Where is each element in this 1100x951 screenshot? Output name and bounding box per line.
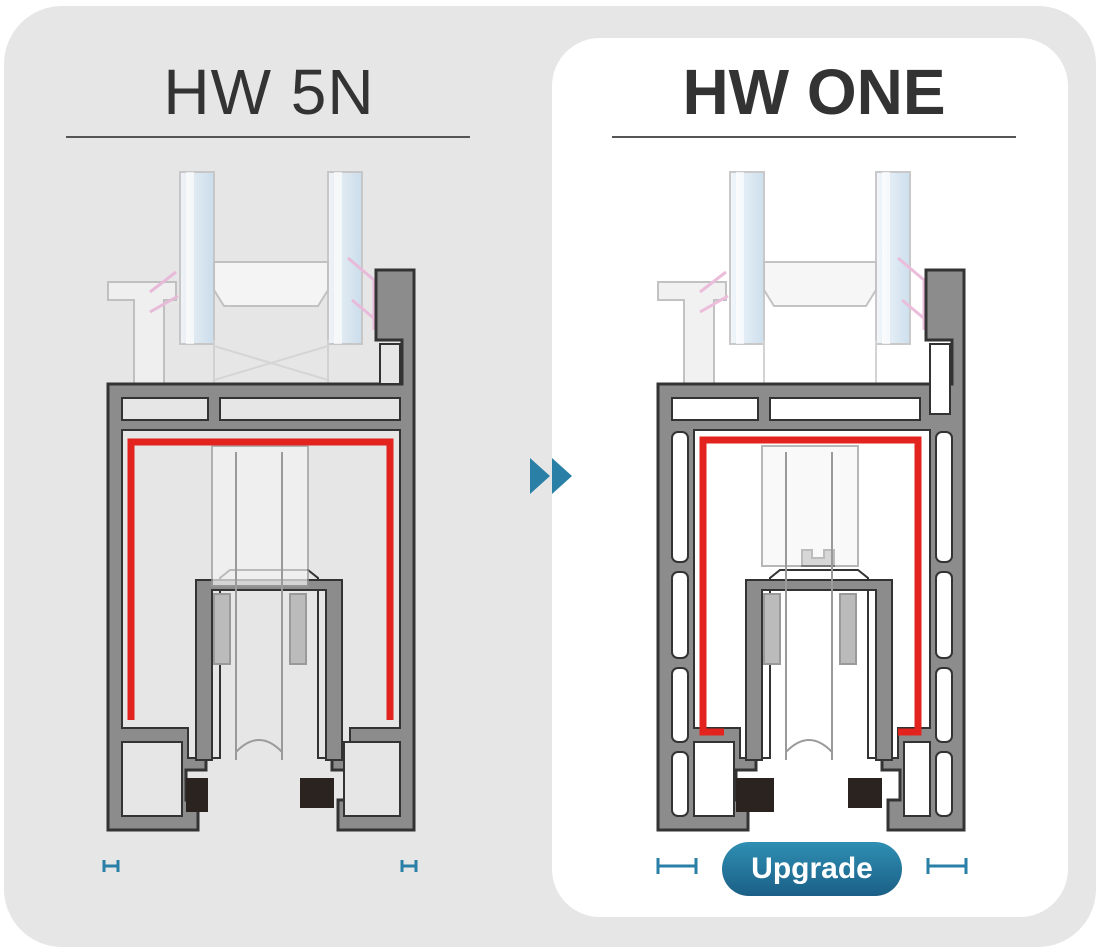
hwone-chambers: [671, 431, 953, 817]
hw5n-profile-diagram: [102, 171, 418, 872]
hw5n-roller-assembly: [211, 445, 309, 760]
upgrade-badge: Upgrade: [722, 842, 902, 896]
hwone-highlight-line: [699, 436, 922, 736]
left-title-underline: [66, 136, 470, 138]
hwone-left-brush-seal: [736, 778, 774, 812]
dimension-marker-icon: [102, 860, 120, 872]
dimension-marker-icon: [400, 860, 418, 872]
right-title-underline: [612, 136, 1016, 138]
right-title: HW ONE: [682, 56, 946, 128]
hw5n-right-brush-seal: [300, 778, 334, 808]
hwone-glazing: [657, 171, 927, 420]
hwone-profile-diagram: [656, 171, 968, 874]
hwone-roller-assembly: [761, 445, 859, 760]
dimension-marker-icon: [656, 858, 698, 874]
double-chevron-right-icon: [530, 458, 572, 494]
hw5n-left-brush-seal: [186, 778, 208, 812]
left-title: HW 5N: [163, 56, 375, 128]
hw5n-glazing: [107, 171, 377, 420]
hw5n-highlight-line: [127, 438, 394, 720]
dimension-marker-icon: [926, 858, 968, 874]
hwone-right-brush-seal: [848, 778, 882, 808]
